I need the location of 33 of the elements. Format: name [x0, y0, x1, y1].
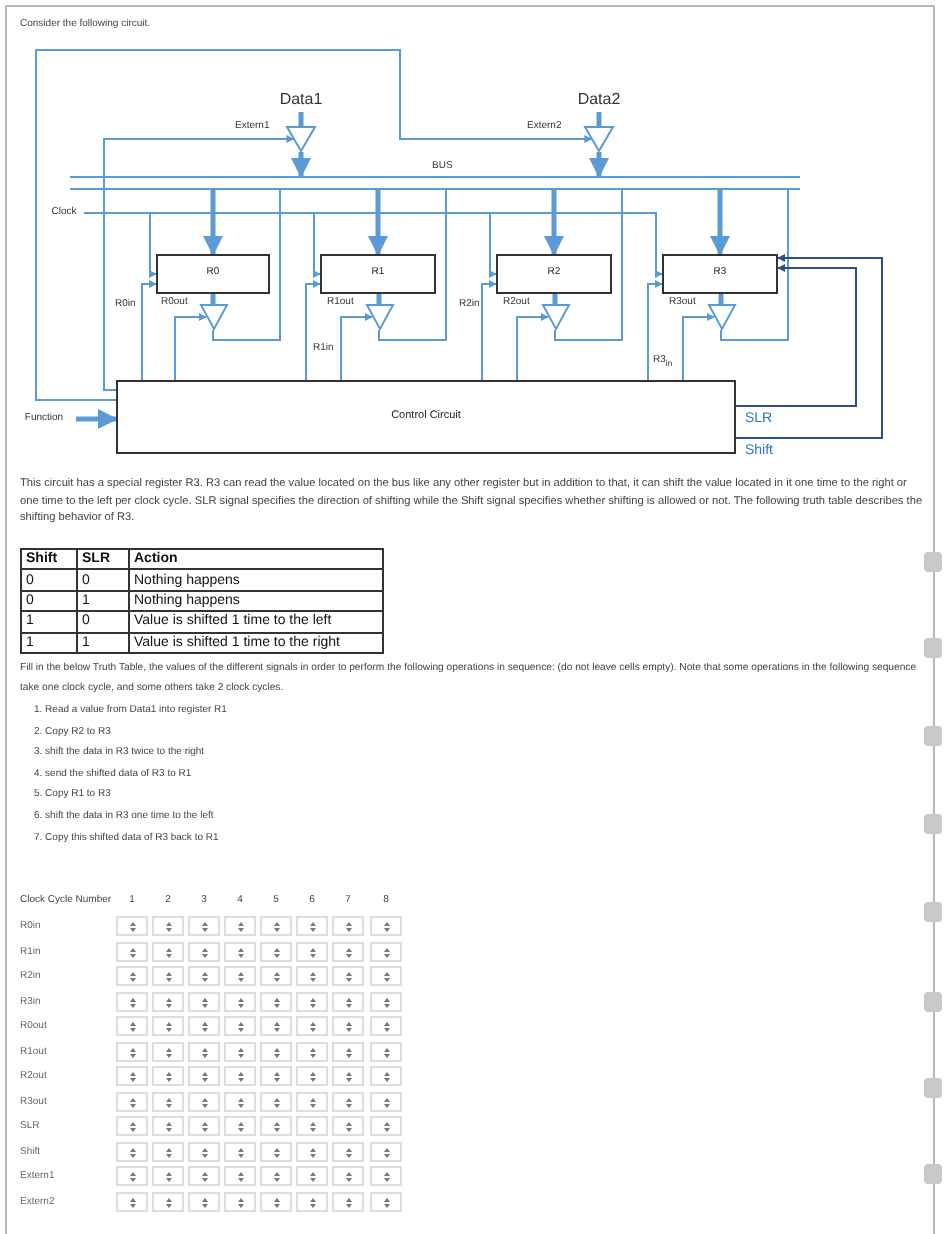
wire	[378, 189, 447, 341]
signal-arrow	[682, 313, 715, 381]
tristate-buffer	[199, 304, 227, 330]
wide-arrow	[76, 409, 118, 429]
wire	[554, 189, 623, 341]
signal-arrow	[735, 264, 857, 407]
tristate-buffer	[286, 126, 316, 152]
tristate-buffer	[707, 304, 735, 330]
signal-arrow	[141, 280, 157, 381]
data-input-label: Data2	[569, 88, 629, 112]
signal-arrow	[340, 313, 373, 381]
wide-arrow	[710, 190, 730, 256]
signal-arrow	[305, 280, 321, 381]
wide-arrow	[368, 190, 388, 256]
signal-arrow	[647, 280, 663, 381]
wide-arrow	[544, 190, 564, 256]
signal-arrow	[516, 313, 549, 381]
data-input-label: Data1	[271, 88, 331, 112]
wide-arrow	[291, 152, 311, 178]
wide-arrow	[203, 190, 223, 256]
signal-arrow	[735, 254, 883, 439]
signal-arrow	[103, 135, 295, 391]
bus-line	[70, 176, 800, 190]
signal-arrow	[83, 212, 663, 278]
wire	[212, 189, 281, 341]
wire	[720, 189, 789, 341]
tristate-buffer	[541, 304, 569, 330]
tristate-buffer	[584, 126, 614, 152]
signal-arrow	[481, 280, 497, 381]
signal-arrow	[35, 49, 593, 401]
tristate-buffer	[365, 304, 393, 330]
wide-arrow	[589, 152, 609, 178]
signal-arrow	[174, 313, 207, 381]
